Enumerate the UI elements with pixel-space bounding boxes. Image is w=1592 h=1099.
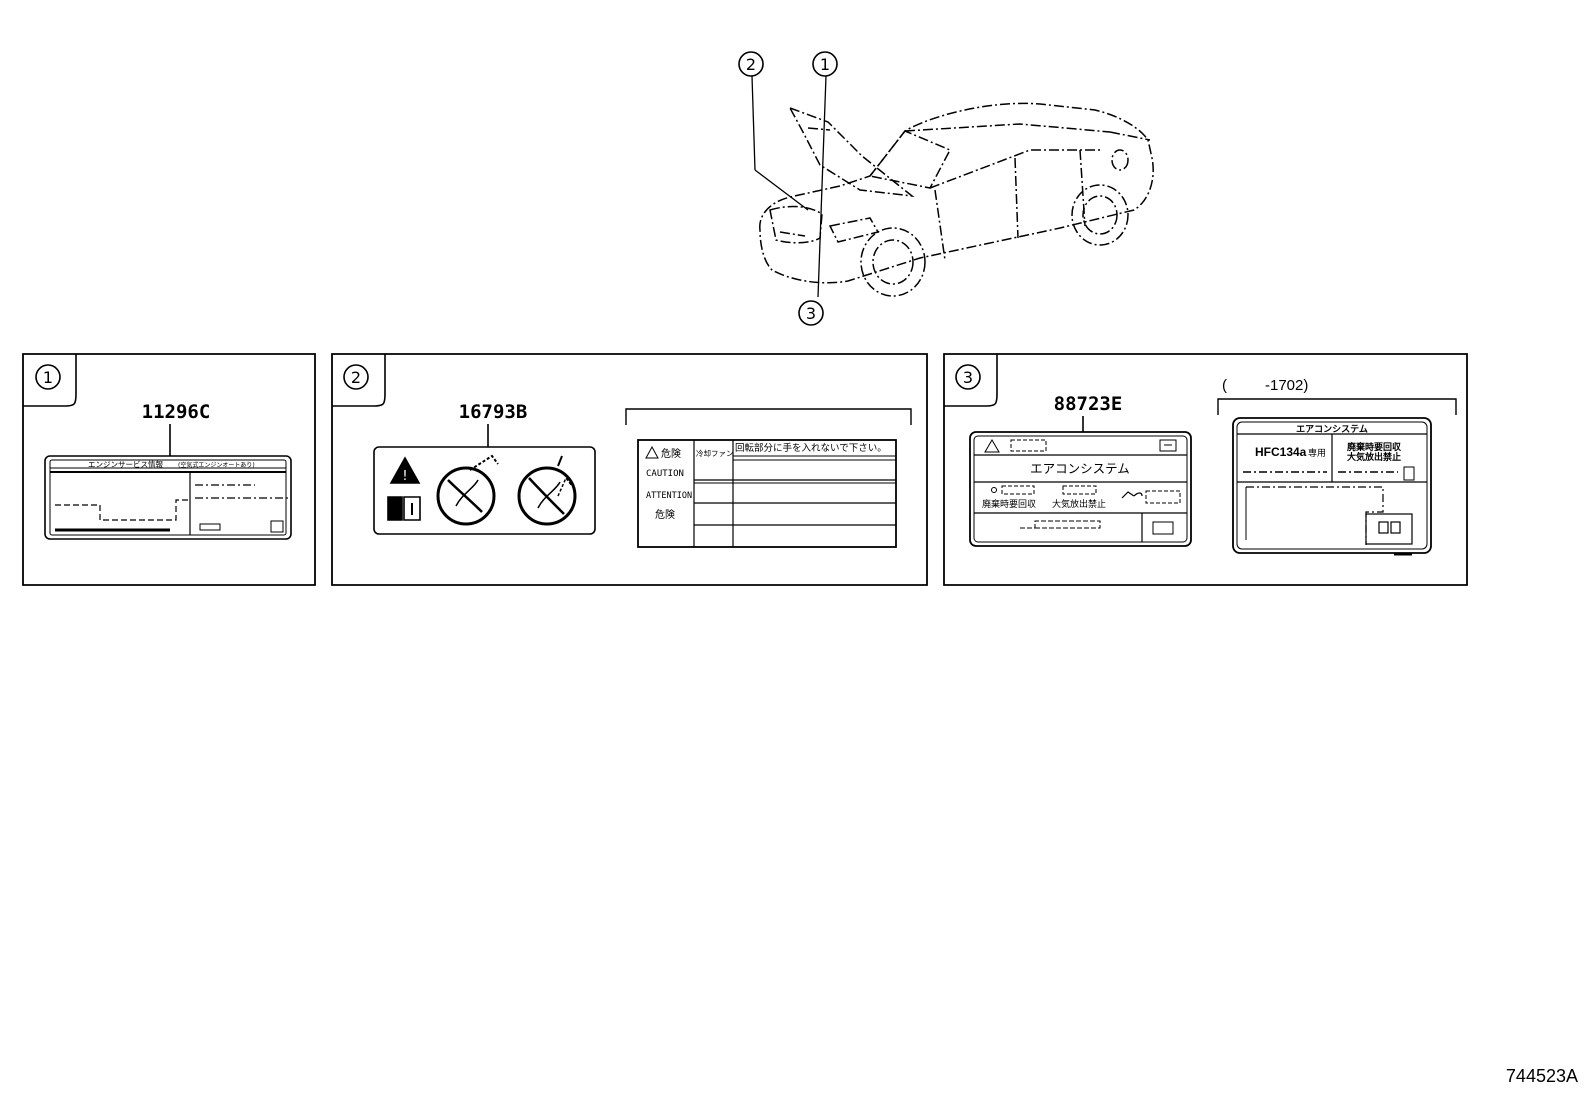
callout-3-car: 3 [798,300,824,326]
no-hand-fan-icon [436,454,499,526]
no-fan-bottle-icon [517,455,577,526]
svg-text:冷却ファン: 冷却ファン [696,448,734,458]
panel-3-range-value: -1702) [1265,377,1308,394]
svg-text:回転部分に手を入れないで下さい。: 回転部分に手を入れないで下さい。 [735,442,887,454]
warning-triangle-icon [389,456,421,484]
svg-text:エンジンサービス情報: エンジンサービス情報 [88,459,163,469]
svg-text:エアコンシステム: エアコンシステム [1296,424,1368,435]
panel-1-callout: 1 [43,368,53,387]
svg-text:危険: 危険 [655,509,675,521]
svg-text:専用: 専用 [1308,447,1326,459]
panel-3-callout: 3 [963,368,973,387]
callout-leader-lines [751,75,827,298]
svg-text:3: 3 [806,304,816,323]
label-88723e: エアコンシステム 廃棄時要回収 大気放出禁止 [969,431,1192,547]
callout-1-car: 1 [812,51,838,77]
callout-2-car: 2 [738,51,764,77]
svg-text:大気放出禁止: 大気放出禁止 [1347,451,1401,463]
svg-text:廃棄時要回収: 廃棄時要回収 [1347,441,1402,453]
label-16793b-text: 危険 冷却ファン 回転部分に手を入れないで下さい。 CAUTION ATTENT… [637,439,897,548]
panel-2-callout: 2 [351,368,361,387]
caution-triangle-icon [645,445,659,459]
svg-text:2: 2 [746,55,756,74]
panel-1: 1 11296C エンジンサービス情報 (空気式エンジンオートあり) [22,353,316,586]
svg-text:廃棄時要回収: 廃棄時要回収 [982,498,1036,510]
svg-text:1: 1 [820,55,830,74]
label-11296c: エンジンサービス情報 (空気式エンジンオートあり) [44,455,292,540]
panel-1-part-number: 11296C [142,401,211,423]
label-ac-system-hfc134a: エアコンシステム HFC134a 専用 廃棄時要回収 大気放出禁止 [1232,417,1432,556]
panel-3-range-open: ( [1222,377,1227,394]
manual-book-icon [387,496,421,521]
panel-2: 2 16793B ! [331,353,928,586]
svg-text:(空気式エンジンオートあり): (空気式エンジンオートあり) [178,461,255,469]
svg-text:危険: 危険 [661,448,681,460]
svg-text:大気放出禁止: 大気放出禁止 [1052,498,1106,510]
panel-3: 3 88723E ( -1702) エアコンシステム 廃棄時要回収 大気放出禁止 [943,353,1468,586]
label-16793b-pictogram: ! [373,446,596,535]
svg-text:エアコンシステム: エアコンシステム [1030,461,1130,476]
caution-triangle-icon [984,439,1000,453]
svg-text:!: ! [402,469,407,484]
svg-text:ATTENTION: ATTENTION [646,491,692,501]
svg-text:CAUTION: CAUTION [646,469,684,479]
reference-code: 744523A [1505,1066,1578,1086]
panel-3-part-number: 88723E [1054,393,1123,415]
manual-icon [1159,439,1177,452]
svg-text:HFC134a: HFC134a [1255,445,1307,459]
panel-2-part-number: 16793B [459,401,528,423]
